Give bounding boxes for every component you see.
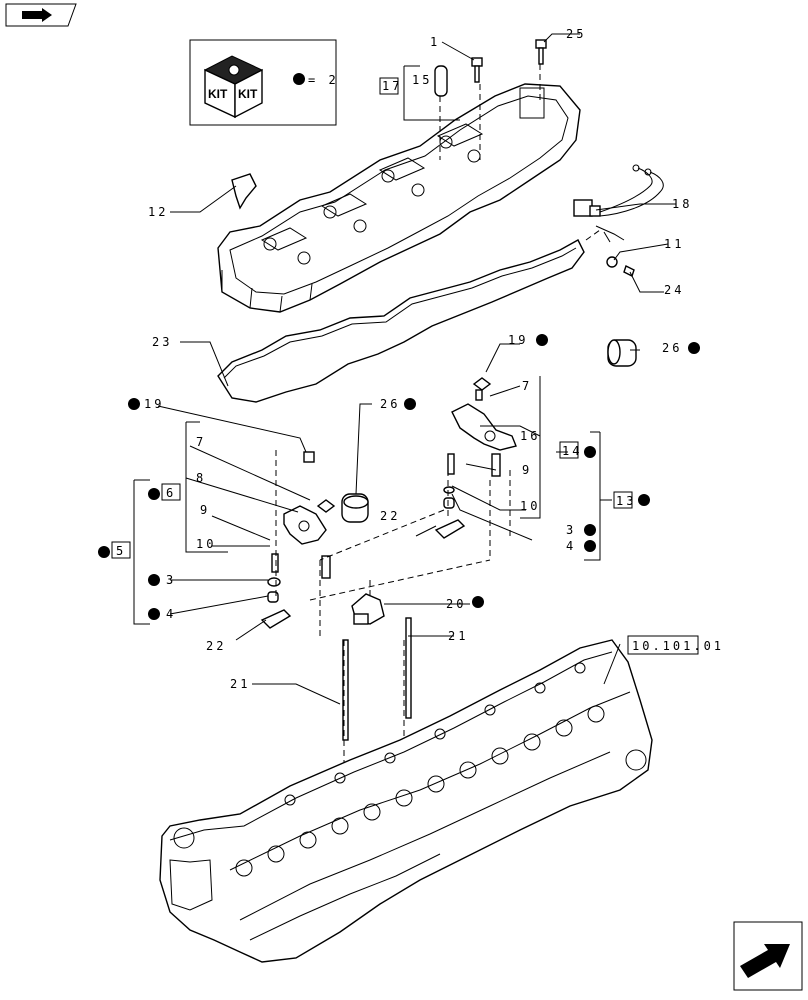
callout-20: 20 (446, 597, 466, 611)
callout-14: 14 (562, 444, 582, 458)
kit-word-1: KIT (208, 87, 228, 101)
callout-10-upper: 10 (520, 499, 540, 513)
callout-18: 18 (672, 197, 692, 211)
callout-10-lower: 10 (196, 537, 216, 551)
callout-26-lower: 26 (380, 397, 400, 411)
callout-22-lower: 22 (206, 639, 226, 653)
callout-4-lower: 4 (166, 607, 176, 621)
rocker-arm-upper (451, 403, 517, 451)
screw-part (623, 265, 635, 277)
gasket (217, 239, 585, 403)
callout-23: 23 (152, 335, 172, 349)
rocker-arm-lower (283, 505, 327, 545)
pushrod-stud-part (271, 553, 279, 573)
callout-9-lower: 9 (200, 503, 210, 517)
injector-bracket (351, 593, 385, 625)
callout-15: 15 (412, 73, 432, 87)
cylinder-head (159, 639, 653, 963)
callout-9-upper: 9 (522, 463, 532, 477)
callout-21-upper: 21 (448, 629, 468, 643)
label-box (111, 541, 131, 559)
callout-25: 25 (566, 27, 586, 41)
nav-back-icon[interactable] (5, 3, 77, 27)
callout-12: 12 (148, 205, 168, 219)
callout-8: 8 (196, 471, 206, 485)
callout-26-upper: 26 (662, 341, 682, 355)
label-box (559, 441, 579, 459)
pushrod-part (405, 617, 412, 719)
cap-part (443, 497, 455, 509)
wiring-harness (573, 164, 664, 243)
label-box (161, 483, 181, 501)
bolt-part (303, 451, 315, 463)
bolt-part (535, 39, 547, 65)
adjust-screw-part (491, 453, 501, 477)
callout-16: 16 (520, 429, 540, 443)
bridge-part (434, 519, 466, 539)
callout-22-upper: 22 (380, 509, 400, 523)
pushrod-part (342, 639, 349, 741)
callout-7-upper: 7 (522, 379, 532, 393)
bolt-part (471, 57, 483, 83)
reference-code: 10.101.01 (632, 639, 724, 653)
callout-17: 17 (382, 79, 402, 93)
callout-3-upper: 3 (566, 523, 576, 537)
callout-19-lower: 19 (144, 397, 164, 411)
callout-21-lower: 21 (230, 677, 250, 691)
kit-marker-icons (98, 334, 700, 620)
callout-5: 5 (116, 544, 126, 558)
label-box (379, 77, 399, 95)
reference-box (627, 635, 699, 655)
callout-13: 13 (616, 494, 636, 508)
callout-4-upper: 4 (566, 539, 576, 553)
callout-11: 11 (664, 237, 684, 251)
label-box (613, 491, 633, 509)
callout-3-lower: 3 (166, 573, 176, 587)
bridge-part (260, 609, 292, 629)
kit-legend-box: KIT KIT = 2 (189, 39, 339, 126)
nut-part (472, 377, 492, 391)
clip-part (231, 173, 257, 210)
kit-bullet-icon (293, 73, 305, 85)
pushrod-stud-part (447, 453, 455, 475)
bolt-part (475, 389, 483, 401)
kit-box-icon: KIT KIT (203, 55, 264, 119)
callout-24: 24 (664, 283, 684, 297)
callout-7-lower: 7 (196, 435, 206, 449)
callout-1: 1 (430, 35, 440, 49)
kit-quantity-label: = 2 (308, 73, 339, 87)
nav-next-icon[interactable] (733, 921, 803, 991)
adjust-screw-part (321, 555, 331, 579)
callout-6: 6 (166, 486, 176, 500)
kit-word-2: KIT (238, 87, 258, 101)
valve-cover (217, 83, 581, 313)
callout-19-upper: 19 (508, 333, 528, 347)
pin-part (434, 65, 448, 97)
nut-part (316, 499, 336, 513)
